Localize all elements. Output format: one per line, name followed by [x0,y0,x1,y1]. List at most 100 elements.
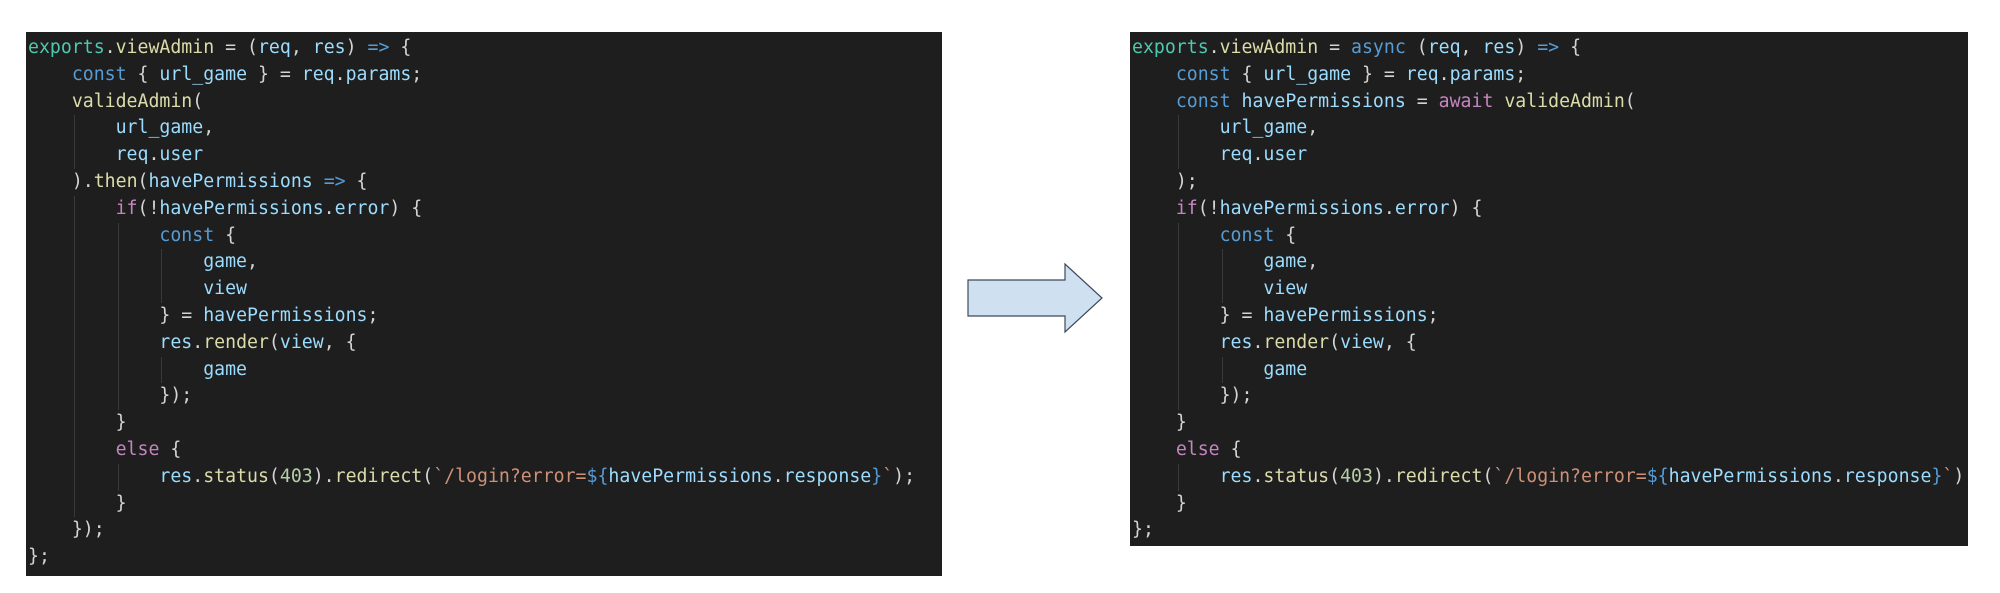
code-token: { [159,438,182,460]
code-token: ); [893,465,916,487]
indent-guide [73,436,75,464]
indent [28,493,116,514]
code-token: if [1175,197,1198,219]
indent [1132,64,1176,85]
code-line: const { [1132,222,1968,250]
indent-guide [1177,249,1179,277]
code-line: } = havePermissions; [1132,302,1968,330]
indent-guide [161,356,163,384]
code-line: } = havePermissions; [28,302,915,330]
indent-guide [73,463,75,491]
code-line: exports.viewAdmin = (req, res) => { [28,35,915,62]
code-token: ); [1175,170,1198,192]
code-line: valideAdmin( [28,89,915,116]
code-token: . [1252,331,1264,353]
code-token: . [192,465,204,487]
code-token: . [334,63,346,85]
indent-guide [1177,463,1179,491]
code-token: const [71,63,127,85]
code-token: ( [1482,465,1494,487]
code-token: url_game [159,63,248,85]
indent [1132,385,1220,406]
indent [1132,171,1176,192]
code-line: if(!havePermissions.error) { [28,195,915,223]
code-line: const havePermissions = await valideAdmi… [1132,89,1968,116]
indent-guide [1177,142,1179,169]
indent-guide [73,410,75,437]
code-token: { [126,63,160,85]
indent-guide [73,383,75,411]
indent [1132,251,1263,272]
code-token: params [345,63,412,85]
code-line: } [1132,410,1968,437]
code-token: } [1175,492,1187,514]
code-token: , [1307,251,1319,273]
indent-guide [117,383,119,411]
indent-guide [161,249,163,277]
code-line: exports.viewAdmin = async (req, res) => … [1132,35,1968,62]
code-token: const [1219,224,1275,246]
code-token: redirect [1394,465,1483,487]
code-token: error [1394,197,1450,219]
right-arrow-icon [966,262,1106,334]
code-token: => [323,170,346,192]
indent [28,439,116,460]
code-token: = [1318,37,1352,58]
code-token: havePermissions [1241,90,1406,112]
indent-guide [73,490,75,518]
code-token: ) [345,37,368,58]
code-token: ; [367,304,379,326]
code-token: url_game [115,117,204,139]
indent-guide [1177,329,1179,357]
indent [1132,305,1220,326]
code-token: { [389,37,412,58]
code-token: res [312,37,346,58]
indent-guide [73,142,75,169]
code-token: req [1405,63,1439,85]
code-token [1231,91,1242,112]
code-line: } [28,410,915,437]
code-token: ${ [586,465,609,487]
code-token: response [1843,465,1932,487]
code-token: error [334,197,390,219]
code-token: ( [1329,465,1341,487]
code-token: havePermissions [1263,304,1428,326]
code-token: await [1438,90,1494,112]
code-token: = ( [214,37,258,58]
code-token: . [1438,63,1450,85]
indent [28,305,159,326]
code-token: `/login?error= [433,465,587,487]
code-block: exports.viewAdmin = async (req, res) => … [1132,35,1968,544]
code-token: res [159,465,193,487]
code-token: ( [1329,331,1341,353]
code-token: req [115,144,149,166]
code-token: , [203,117,215,139]
code-token: ( [137,170,149,192]
code-token: const [159,224,215,246]
code-token: res [1219,465,1253,487]
indent [28,412,116,433]
code-token: ( [1624,90,1636,112]
indent-guide [1177,383,1179,411]
code-token: havePermissions [1219,197,1384,219]
code-block: exports.viewAdmin = (req, res) => { cons… [28,35,915,571]
code-token: } [1175,412,1187,434]
code-token: . [1383,197,1395,219]
code-token: status [1263,465,1330,487]
indent-guide [117,222,119,250]
indent [28,64,72,85]
code-line: game [1132,356,1968,384]
code-token: havePermissions [203,304,368,326]
code-token: res [1482,37,1516,58]
code-line: res.render(view, { [28,329,915,357]
code-token: { [345,170,368,192]
code-token: . [1252,144,1264,166]
code-token: } = [247,63,302,85]
code-token: { [1559,37,1582,58]
code-token: ${ [1646,465,1669,487]
indent-guide [73,356,75,384]
code-token: ( [268,331,280,353]
indent-guide [73,195,75,223]
indent [1132,439,1176,460]
code-token: { [1230,63,1264,85]
